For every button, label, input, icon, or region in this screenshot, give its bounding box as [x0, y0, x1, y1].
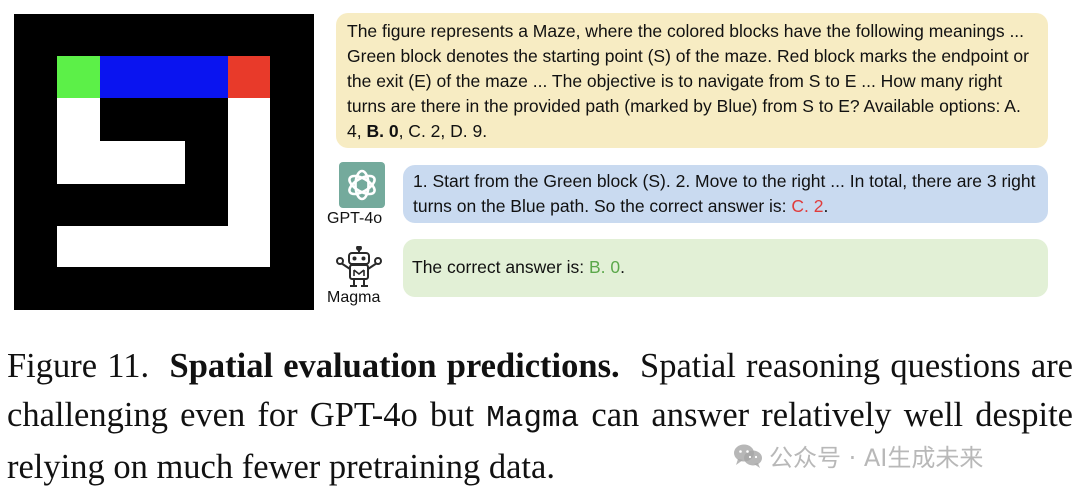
magma-response-bubble: The correct answer is: B. 0. — [403, 239, 1048, 297]
maze-end-block — [228, 56, 270, 98]
gpt4o-label: GPT-4o — [327, 210, 383, 227]
openai-logo-icon — [339, 162, 385, 208]
question-text: The figure represents a Maze, where the … — [347, 21, 1029, 141]
question-bubble: The figure represents a Maze, where the … — [336, 13, 1048, 148]
maze-path-blue — [100, 56, 228, 98]
magma-label: Magma — [327, 289, 381, 306]
question-bold-option: B. 0 — [366, 121, 399, 141]
magma-answer: B. 0 — [589, 257, 621, 277]
maze-image — [14, 14, 314, 310]
wechat-icon — [734, 444, 762, 468]
caption-model-name: Magma — [486, 401, 580, 436]
figure-caption: Figure 11. Spatial evaluation prediction… — [7, 342, 1073, 492]
watermark-text: 公众号 · AI生成未来 — [769, 444, 984, 472]
watermark: 公众号 · AI生成未来 — [733, 438, 983, 473]
maze-floor — [57, 98, 100, 184]
gpt4o-answer: C. 2 — [791, 196, 824, 216]
caption-title: Spatial evaluation predictions. — [169, 347, 620, 385]
caption-text-part1: Spatial reasoning questions are challeng… — [7, 347, 1073, 434]
gpt4o-response-text: 1. Start from the Green block (S). 2. Mo… — [413, 171, 1036, 216]
figure-label: Figure 11. — [7, 347, 150, 385]
maze-start-block — [57, 56, 100, 98]
maze-floor — [100, 141, 185, 184]
maze-floor — [228, 98, 270, 267]
caption-text-part2: can answer relatively well despite relyi… — [7, 396, 1073, 486]
robot-icon — [336, 246, 382, 287]
maze-floor — [57, 226, 228, 267]
gpt4o-response-bubble: 1. Start from the Green block (S). 2. Mo… — [403, 165, 1048, 223]
magma-response-text: The correct answer is: B. 0. — [412, 257, 626, 277]
